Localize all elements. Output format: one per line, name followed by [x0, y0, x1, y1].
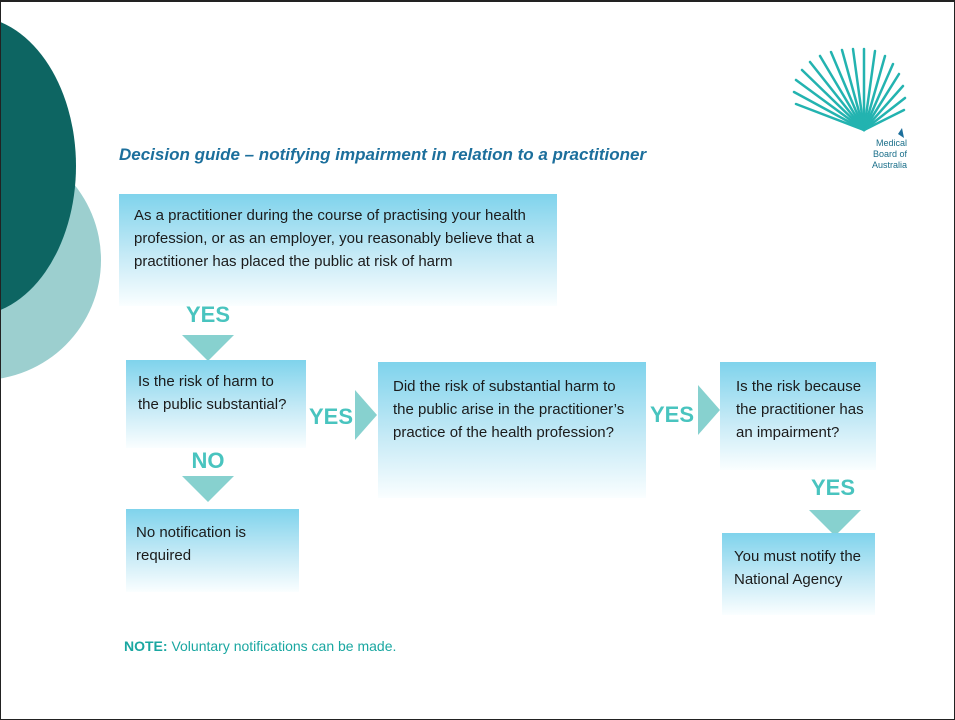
page-title: Decision guide – notifying impairment in…: [119, 145, 647, 164]
question-3-text: Is the risk because the practitioner has…: [736, 378, 864, 441]
arrow-right-icon: [698, 385, 720, 435]
intro-text: As a practitioner during the course of p…: [134, 207, 535, 270]
logo-text: Medical Board of Australia: [871, 138, 907, 170]
no-label: NO: [191, 448, 225, 473]
question-box-1: Is the risk of harm to the public substa…: [126, 360, 306, 448]
outcome-no-notification: No notification is required: [126, 509, 299, 592]
note-label: NOTE:: [124, 638, 168, 654]
question-2-text: Did the risk of substantial harm to the …: [393, 378, 625, 441]
arrow-down-icon: [809, 510, 861, 536]
logo-rays-icon: [792, 47, 907, 138]
arrow-down-icon: [182, 335, 234, 361]
arrow-down-icon: [182, 476, 234, 502]
yes-label-2: YES: [308, 404, 354, 429]
question-box-2: Did the risk of substantial harm to the …: [378, 362, 646, 498]
intro-box: As a practitioner during the course of p…: [119, 194, 557, 306]
outcome-must-notify-text: You must notify the National Agency: [734, 548, 862, 588]
yes-label-3: YES: [649, 402, 695, 427]
note: NOTE: Voluntary notifications can be mad…: [124, 638, 396, 654]
question-1-text: Is the risk of harm to the public substa…: [138, 373, 287, 413]
outcome-must-notify: You must notify the National Agency: [722, 533, 875, 615]
note-text: Voluntary notifications can be made.: [167, 638, 397, 654]
arrow-right-icon: [355, 390, 377, 440]
medical-board-logo: Medical Board of Australia: [776, 44, 911, 174]
yes-label-4: YES: [810, 475, 856, 500]
outcome-no-notification-text: No notification is required: [136, 524, 247, 564]
yes-label-1: YES: [185, 302, 231, 327]
question-box-3: Is the risk because the practitioner has…: [720, 362, 876, 470]
